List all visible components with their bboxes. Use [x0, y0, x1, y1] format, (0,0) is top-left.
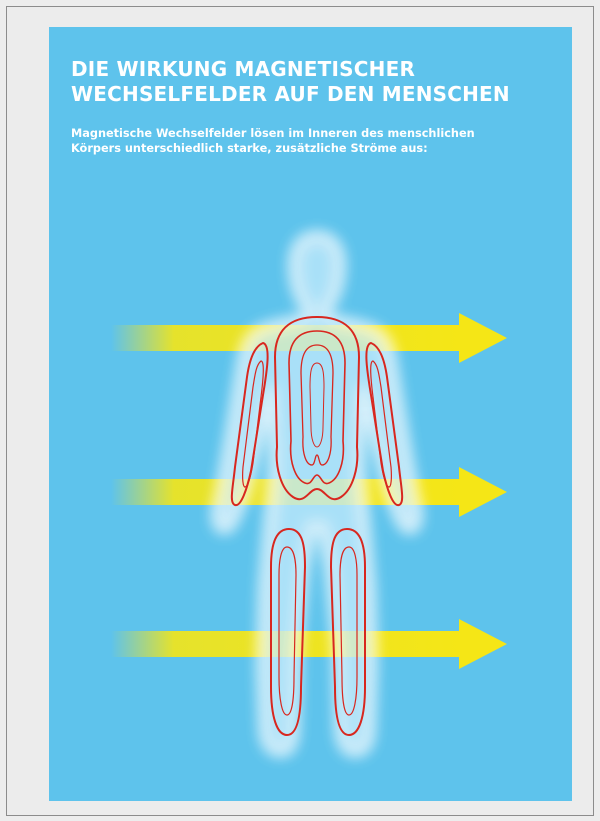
arrow-right-icon	[459, 467, 507, 517]
poster: DIE WIRKUNG MAGNETISCHER WECHSELFELDER A…	[49, 27, 572, 801]
arrow-right-icon	[459, 619, 507, 669]
diagram-figure	[49, 27, 572, 801]
field-arrow-bottom	[111, 619, 507, 669]
human-body-silhouette-icon	[217, 237, 417, 751]
image-frame: DIE WIRKUNG MAGNETISCHER WECHSELFELDER A…	[6, 6, 594, 816]
arrow-right-icon	[459, 313, 507, 363]
